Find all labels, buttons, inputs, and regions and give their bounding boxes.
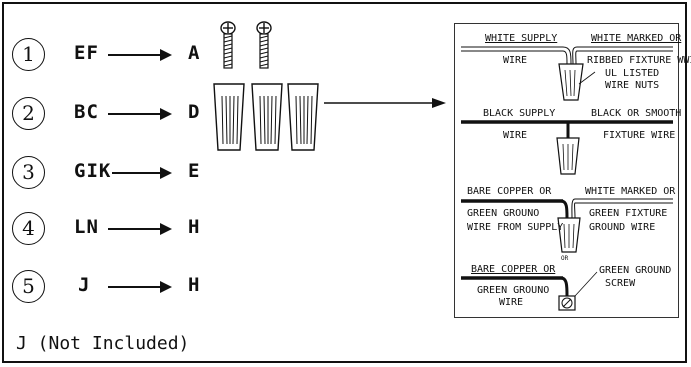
ground-fixture-sub-1: GREEN FIXTURE	[589, 208, 668, 219]
step-number-circle: 2	[12, 97, 45, 130]
wire-nut-icon	[287, 83, 319, 151]
screw-ground-wire-label: BARE COPPER OR	[471, 264, 556, 275]
step-number-circle: 4	[12, 212, 45, 245]
wire-nut-icon	[213, 83, 245, 151]
step-parts-from: BC	[74, 101, 99, 123]
wiring-drawing	[461, 46, 673, 311]
black-supply-sub: WIRE	[503, 130, 528, 141]
arrow-right-icon	[108, 49, 172, 61]
black-wire-connection	[461, 120, 673, 175]
step-parts-to: H	[188, 216, 200, 238]
step-parts-from: LN	[74, 216, 99, 238]
arrow-right-icon	[108, 223, 172, 235]
screw-ground-wire-sub-1: GREEN GROUNO	[477, 285, 550, 296]
screw-ground-wire-sub-2: WIRE	[499, 297, 524, 308]
screw-icon	[220, 21, 236, 69]
white-supply-label: WHITE SUPPLY	[485, 33, 558, 44]
green-ground-screw-label-2: SCREW	[605, 278, 636, 289]
ground-fixture-label: WHITE MARKED OR	[585, 186, 676, 197]
step-parts-to: D	[188, 101, 200, 123]
wire-nut-label-1: UL LISTED	[605, 68, 660, 79]
step-parts-from: J	[78, 274, 91, 296]
arrow-right-icon	[108, 281, 172, 293]
black-fixture-sub: FIXTURE WIRE	[603, 130, 676, 141]
step-number-circle: 3	[12, 156, 45, 189]
green-ground-screw-label-1: GREEN GROUND	[599, 265, 672, 276]
black-fixture-label: BLACK OR SMOOTH	[591, 108, 682, 119]
step-parts-from: GIK	[74, 160, 112, 182]
white-fixture-sub: RIBBED FIXTURE WWIRE	[587, 55, 691, 66]
white-wire-connection	[461, 46, 673, 101]
step-parts-to: E	[188, 160, 200, 182]
white-fixture-label: WHITE MARKED OR	[591, 33, 682, 44]
step-parts-from: EF	[74, 42, 99, 64]
wire-nut-label-2: WIRE NUTS	[605, 80, 660, 91]
diagram-frame	[2, 2, 687, 363]
step-parts-to: A	[188, 42, 200, 64]
ground-wire-connection	[461, 198, 673, 253]
ground-fixture-sub-2: GROUND WIRE	[589, 222, 656, 233]
arrow-right-icon	[324, 98, 446, 108]
ground-supply-label: BARE COPPER OR	[467, 186, 552, 197]
step-number-circle: 5	[12, 270, 45, 303]
hardware-illustration	[213, 21, 446, 151]
step-number-circle: 1	[12, 38, 45, 71]
not-included-note: J (Not Included)	[16, 333, 190, 354]
wire-nut-icon	[251, 83, 283, 151]
step-parts-to: H	[188, 274, 200, 296]
arrow-right-icon	[112, 167, 172, 179]
ground-supply-sub-2: WIRE FROM SUPPLY	[467, 222, 564, 233]
ground-supply-sub-1: GREEN GROUNO	[467, 208, 540, 219]
white-supply-sub: WIRE	[503, 55, 528, 66]
screw-icon	[256, 21, 272, 69]
or-label: OR	[561, 255, 569, 262]
black-supply-label: BLACK SUPPLY	[483, 108, 556, 119]
ground-screw-connection	[461, 271, 598, 311]
arrow-right-icon	[108, 108, 172, 120]
wiring-diagram-panel: WHITE SUPPLY WIRE WHITE MARKED OR RIBBED…	[454, 23, 691, 318]
